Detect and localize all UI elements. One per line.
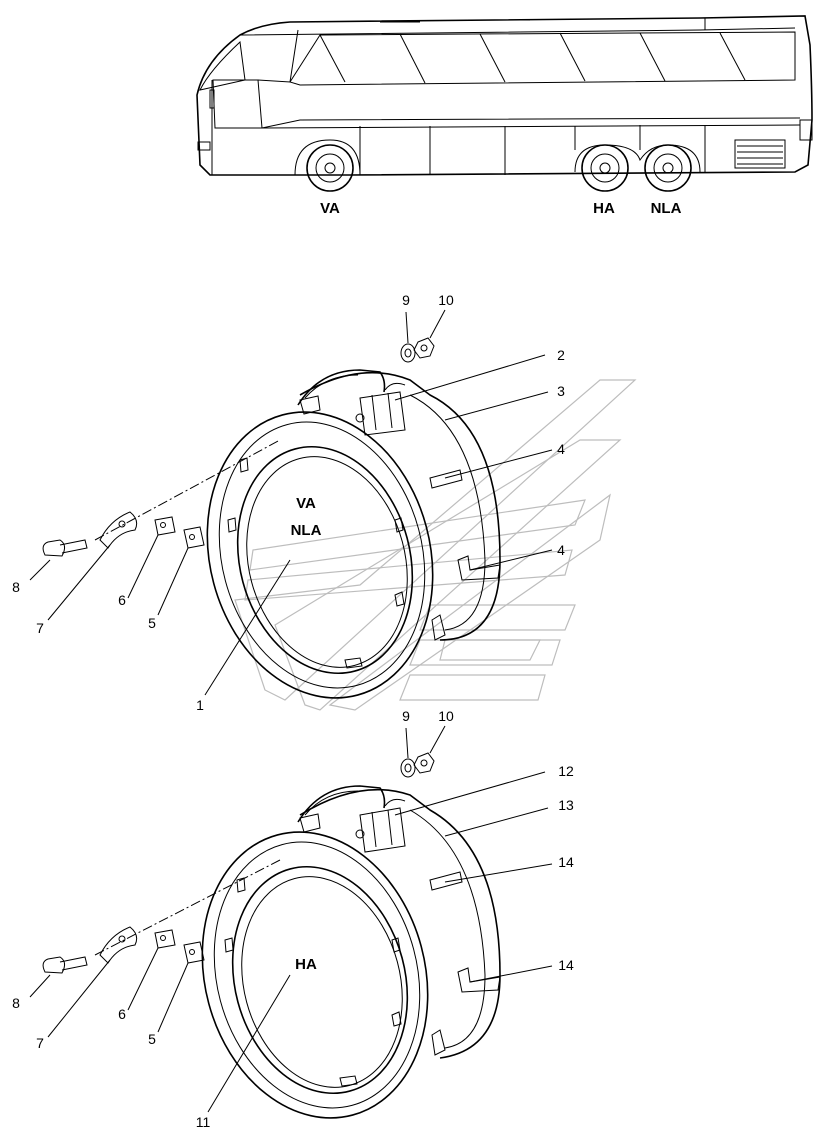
- callout-7: 7: [36, 1035, 44, 1051]
- callout-3: 3: [557, 383, 565, 399]
- callout-6: 6: [118, 592, 126, 608]
- callout-2: 2: [557, 347, 565, 363]
- callout-14: 14: [558, 957, 574, 973]
- callout-8: 8: [12, 995, 20, 1011]
- callout-6: 6: [118, 1006, 126, 1022]
- watermark-logo: [234, 379, 637, 711]
- assembly-lower: 9 10 12 13 14 14 8 7 6 5 11 HA: [12, 708, 574, 1130]
- callout-12: 12: [558, 763, 574, 779]
- assembly-upper: 9 10 2 3 4 4 8 7 6 5 1 VA NLA: [12, 292, 565, 713]
- axle-label-ha: HA: [593, 200, 615, 217]
- wheel-front: [306, 144, 354, 192]
- axle-label-nla: NLA: [291, 522, 322, 539]
- callout-1: 1: [196, 697, 204, 713]
- axle-label-va: VA: [320, 200, 340, 217]
- wheel-drive: [581, 144, 629, 192]
- callout-5: 5: [148, 1031, 156, 1047]
- wheel-trailing: [644, 144, 692, 192]
- callout-9: 9: [402, 292, 410, 308]
- callout-10: 10: [438, 292, 454, 308]
- axle-label-va: VA: [296, 495, 316, 512]
- callout-4: 4: [557, 542, 565, 558]
- axle-label-nla: NLA: [651, 200, 682, 217]
- callout-13: 13: [558, 797, 574, 813]
- callout-5: 5: [148, 615, 156, 631]
- callout-9: 9: [402, 708, 410, 724]
- callout-14: 14: [558, 854, 574, 870]
- bus-illustration: VA HA NLA: [196, 15, 813, 217]
- callout-11: 11: [196, 1114, 211, 1130]
- callout-10: 10: [438, 708, 454, 724]
- callout-8: 8: [12, 579, 20, 595]
- callout-4: 4: [557, 441, 565, 457]
- callout-7: 7: [36, 620, 44, 636]
- axle-label-ha: HA: [295, 956, 317, 973]
